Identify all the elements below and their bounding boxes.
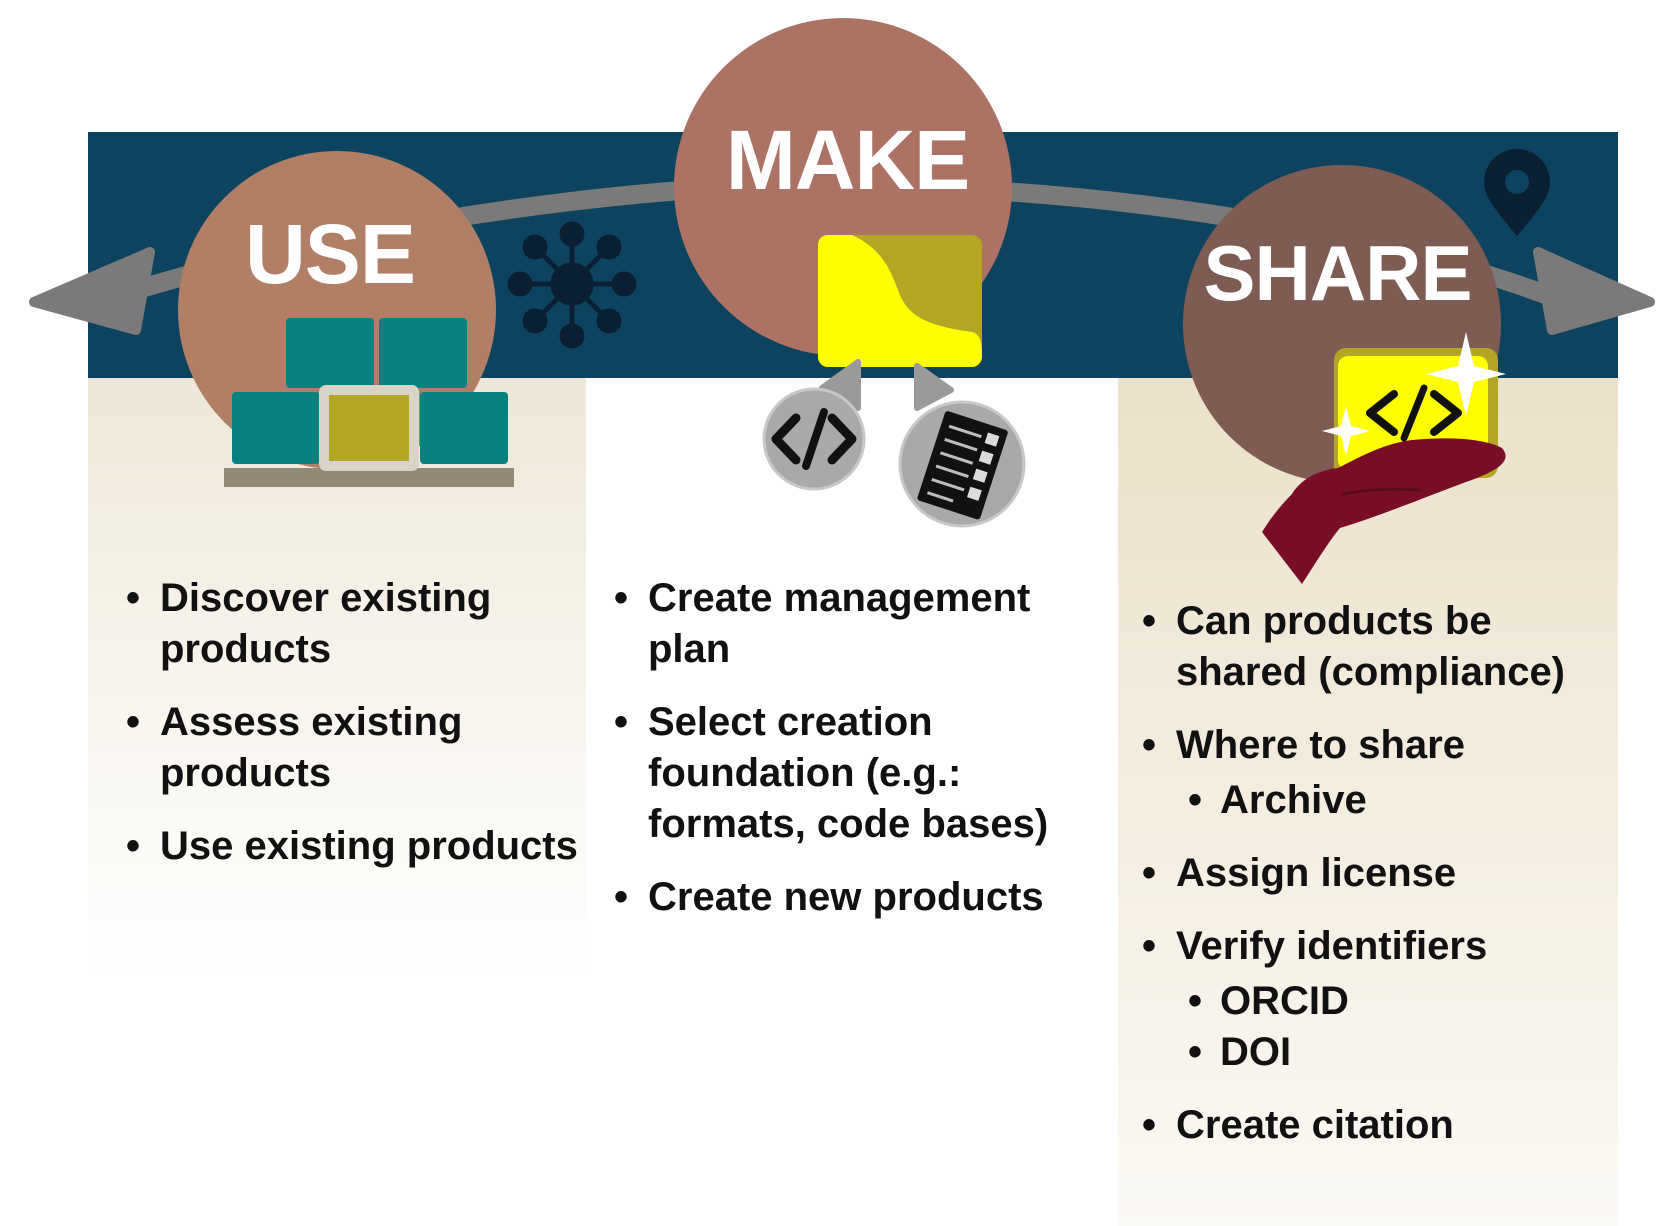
use-bullet-item: Assess existing products (122, 697, 582, 799)
share-bullet-label: Verify identifiers (1176, 924, 1488, 968)
make-bullet-item: Create management plan (610, 573, 1110, 675)
share-bullet-label: Where to share (1176, 723, 1465, 767)
share-bullet-label: Assign license (1176, 851, 1457, 895)
sparkle-icon (1322, 332, 1506, 456)
share-sub-list: ORCID DOI (1176, 976, 1618, 1078)
use-bullet-item: Use existing products (122, 821, 582, 872)
document-icon (818, 235, 982, 411)
share-bullet-label: Create citation (1176, 1103, 1454, 1147)
checklist-bubble-icon (898, 400, 1026, 528)
share-bullet-list: Can products be shared (compliance) Wher… (1138, 596, 1618, 1173)
code-bubble-icon (762, 387, 866, 491)
share-bullet-item: Create citation (1138, 1100, 1618, 1151)
location-pin-icon (1484, 149, 1550, 236)
share-sub-item: Archive (1186, 775, 1618, 826)
make-bullet-item: Create new products (610, 872, 1110, 923)
open-hand-icon (1262, 438, 1506, 584)
share-sub-list: Archive (1176, 775, 1618, 826)
share-bullet-item: Where to share Archive (1138, 720, 1618, 826)
share-sub-item: ORCID (1186, 976, 1618, 1027)
share-sub-item: DOI (1186, 1027, 1618, 1078)
make-bullet-item: Select creation foundation (e.g.: format… (610, 697, 1110, 850)
share-bullet-label: Can products be shared (compliance) (1176, 599, 1566, 694)
network-hub-icon (507, 221, 637, 349)
stacked-blocks-icon (224, 318, 514, 487)
use-title: USE (245, 207, 416, 301)
use-bullet-list: Discover existing products Assess existi… (122, 573, 582, 894)
share-bullet-item: Verify identifiers ORCID DOI (1138, 921, 1618, 1078)
make-bullet-list: Create management plan Select creation f… (610, 573, 1110, 945)
share-bullet-item: Assign license (1138, 848, 1618, 899)
make-title: MAKE (725, 113, 970, 207)
share-bullet-item: Can products be shared (compliance) (1138, 596, 1618, 698)
share-title: SHARE (1203, 229, 1472, 317)
use-bullet-item: Discover existing products (122, 573, 582, 675)
